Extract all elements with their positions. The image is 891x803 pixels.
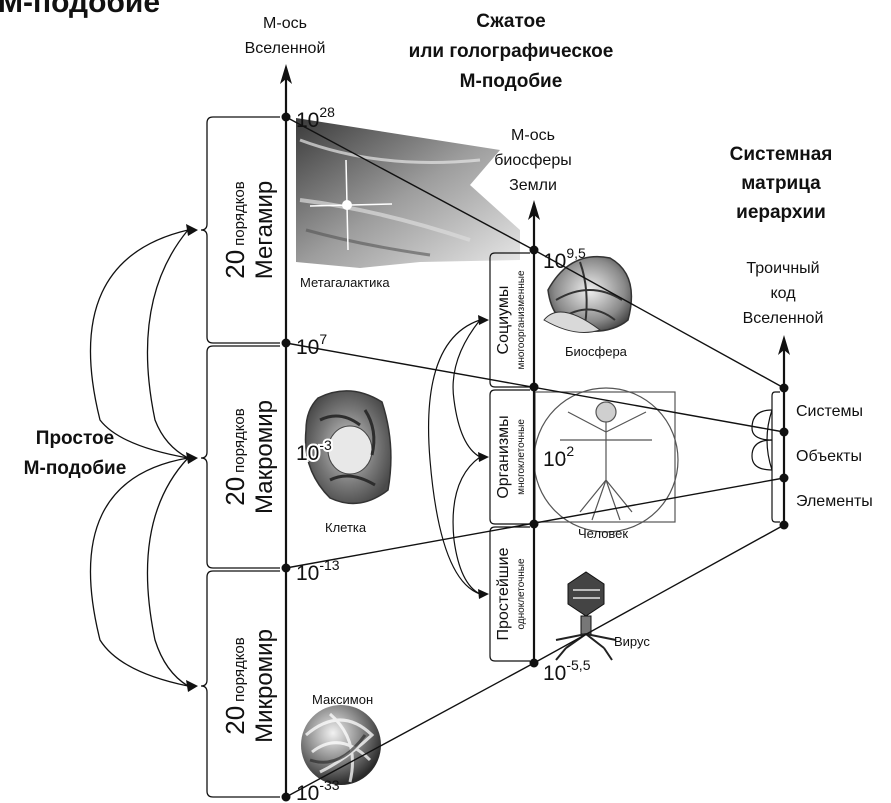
tick-1e-33: 10-33 bbox=[296, 777, 340, 803]
cell-value: 10-3 bbox=[296, 437, 332, 465]
simple-similarity-arrowheads bbox=[186, 224, 198, 692]
connector-lines bbox=[285, 116, 785, 798]
biosphere-axis-label-line1: М-ось bbox=[511, 127, 555, 144]
tick-1e28: 1028 bbox=[296, 104, 335, 132]
ternary-code-label: Троичный код Вселенной bbox=[743, 260, 824, 327]
virus-image bbox=[555, 571, 617, 661]
svg-text:многоклеточные: многоклеточные bbox=[516, 419, 527, 495]
biosphere-label: Биосфера bbox=[565, 344, 628, 359]
biosphere-arrows bbox=[427, 319, 481, 595]
biosphere-axis-label: М-ось биосферы Земли bbox=[494, 127, 571, 194]
matrix-item-systems: Системы bbox=[796, 403, 863, 420]
human-label: Человек bbox=[578, 526, 628, 541]
svg-text:Макромир: Макромир bbox=[251, 400, 278, 514]
svg-text:многоорганизменные: многоорганизменные bbox=[516, 270, 527, 369]
world-macromir: 20порядков Макромир bbox=[220, 400, 278, 514]
metagalaxy-image bbox=[296, 118, 520, 268]
world-micromir: 20порядков Микромир bbox=[220, 629, 278, 743]
universe-axis bbox=[280, 64, 292, 802]
virus-label: Вирус bbox=[614, 634, 650, 649]
bio-level-organisms: Организмы многоклеточные bbox=[495, 415, 527, 498]
tick-1e-13: 10-13 bbox=[296, 557, 340, 585]
compressed-heading: Сжатое или голографическое М-подобие bbox=[409, 11, 614, 92]
biosphere-axis-label-line3: Земли bbox=[509, 177, 557, 194]
universe-axis-label-line2: Вселенной bbox=[245, 40, 326, 57]
biosphere-arrowheads bbox=[478, 315, 489, 599]
world-megamir: 20порядков Мегамир bbox=[220, 181, 278, 279]
cell-label: Клетка bbox=[325, 520, 367, 535]
system-heading-line1: Системная bbox=[730, 144, 833, 165]
bio-level-socium: Социумы многоорганизменные bbox=[495, 270, 527, 369]
metagalaxy-label: Метагалактика bbox=[300, 275, 390, 290]
ternary-axis bbox=[778, 335, 790, 530]
biosphere-image bbox=[543, 256, 633, 333]
ternary-brackets bbox=[751, 391, 780, 523]
biosphere-tick-labels: 109,5 10-5,5 bbox=[543, 245, 591, 685]
svg-text:20порядков: 20порядков bbox=[220, 181, 250, 279]
svg-text:Простейшие: Простейшие bbox=[495, 547, 512, 640]
universe-tick-labels: 1028 107 10-13 10-33 bbox=[296, 104, 340, 803]
universe-axis-label: М-ось Вселенной bbox=[245, 15, 326, 57]
universe-axis-label-line1: М-ось bbox=[263, 15, 307, 32]
compressed-heading-line2: или голографическое bbox=[409, 41, 614, 62]
ternary-label-line3: Вселенной bbox=[743, 310, 824, 327]
compressed-heading-line1: Сжатое bbox=[476, 11, 545, 32]
svg-text:Организмы: Организмы bbox=[495, 415, 512, 498]
compressed-heading-line3: М-подобие bbox=[460, 71, 563, 92]
svg-text:Мегамир: Мегамир bbox=[251, 181, 278, 279]
matrix-item-elements: Элементы bbox=[796, 493, 873, 510]
world-brackets bbox=[200, 116, 280, 798]
matrix-item-objects: Объекты bbox=[796, 448, 862, 465]
human-value: 102 bbox=[543, 443, 574, 471]
svg-text:Социумы: Социумы bbox=[495, 286, 512, 355]
ternary-label-line1: Троичный bbox=[746, 260, 819, 277]
simple-heading-line2: М-подобие bbox=[24, 458, 127, 479]
biosphere-axis bbox=[528, 200, 540, 668]
svg-text:Микромир: Микромир bbox=[251, 629, 278, 743]
maximon-label: Максимон bbox=[312, 692, 373, 707]
svg-text:20порядков: 20порядков bbox=[220, 408, 250, 506]
maximon-image bbox=[301, 705, 381, 785]
svg-text:одноклеточные: одноклеточные bbox=[516, 558, 527, 630]
biosphere-axis-label-line2: биосферы bbox=[494, 152, 571, 169]
bio-level-protozoa: Простейшие одноклеточные bbox=[495, 547, 527, 640]
system-matrix-heading: Системная матрица иерархии bbox=[730, 144, 833, 223]
bio-level-boxes bbox=[489, 252, 530, 662]
tick-1e7: 107 bbox=[296, 331, 327, 359]
tick-1e9.5: 109,5 bbox=[543, 245, 586, 273]
simple-similarity-arrows bbox=[89, 229, 189, 687]
matrix-items: Системы Объекты Элементы bbox=[796, 403, 873, 510]
system-heading-line2: матрица bbox=[741, 173, 821, 194]
simple-similarity-heading: Простое М-подобие bbox=[24, 428, 127, 479]
cell-image bbox=[304, 390, 392, 505]
tick-1e-5.5: 10-5,5 bbox=[543, 657, 591, 685]
simple-heading-line1: Простое bbox=[36, 428, 114, 449]
system-heading-line3: иерархии bbox=[736, 202, 826, 223]
svg-text:20порядков: 20порядков bbox=[220, 637, 250, 735]
page-title-fragment: М-подобие bbox=[0, 0, 160, 19]
ternary-label-line2: код bbox=[770, 285, 796, 302]
